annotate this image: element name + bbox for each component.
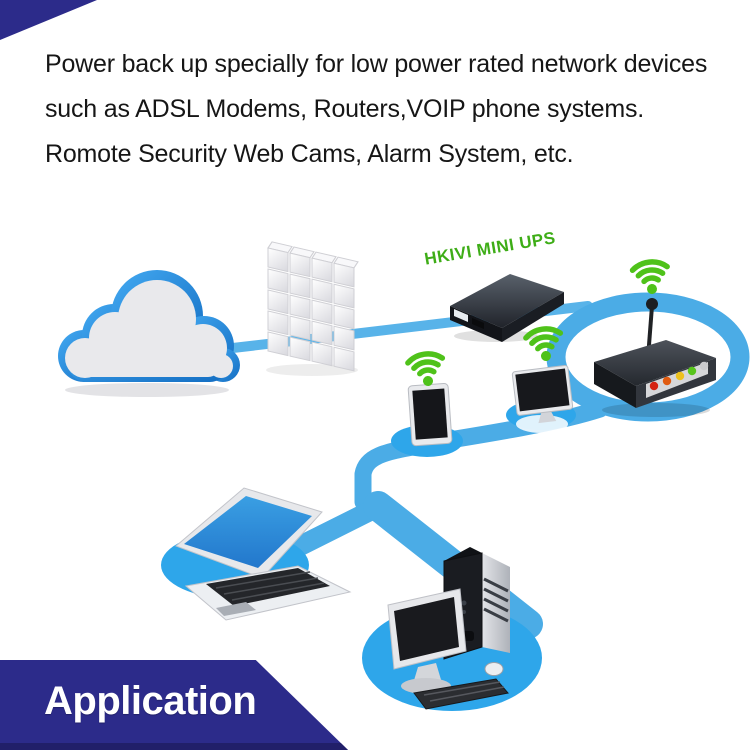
cloud-icon (58, 270, 240, 397)
monitor-modem-icon (511, 365, 574, 424)
desktop-icon (387, 547, 510, 710)
banner-bottom-strip (0, 743, 348, 750)
laptop-icon (175, 487, 352, 621)
description-text: Power back up specially for low power ra… (45, 50, 708, 168)
router-icon (594, 298, 716, 417)
tablet-icon (407, 382, 453, 447)
mini-ups-icon (450, 274, 564, 342)
wifi-icon (407, 352, 446, 389)
firewall-wall-icon (266, 241, 359, 376)
banner-label: Application (44, 679, 257, 723)
wifi-icon (632, 260, 670, 296)
